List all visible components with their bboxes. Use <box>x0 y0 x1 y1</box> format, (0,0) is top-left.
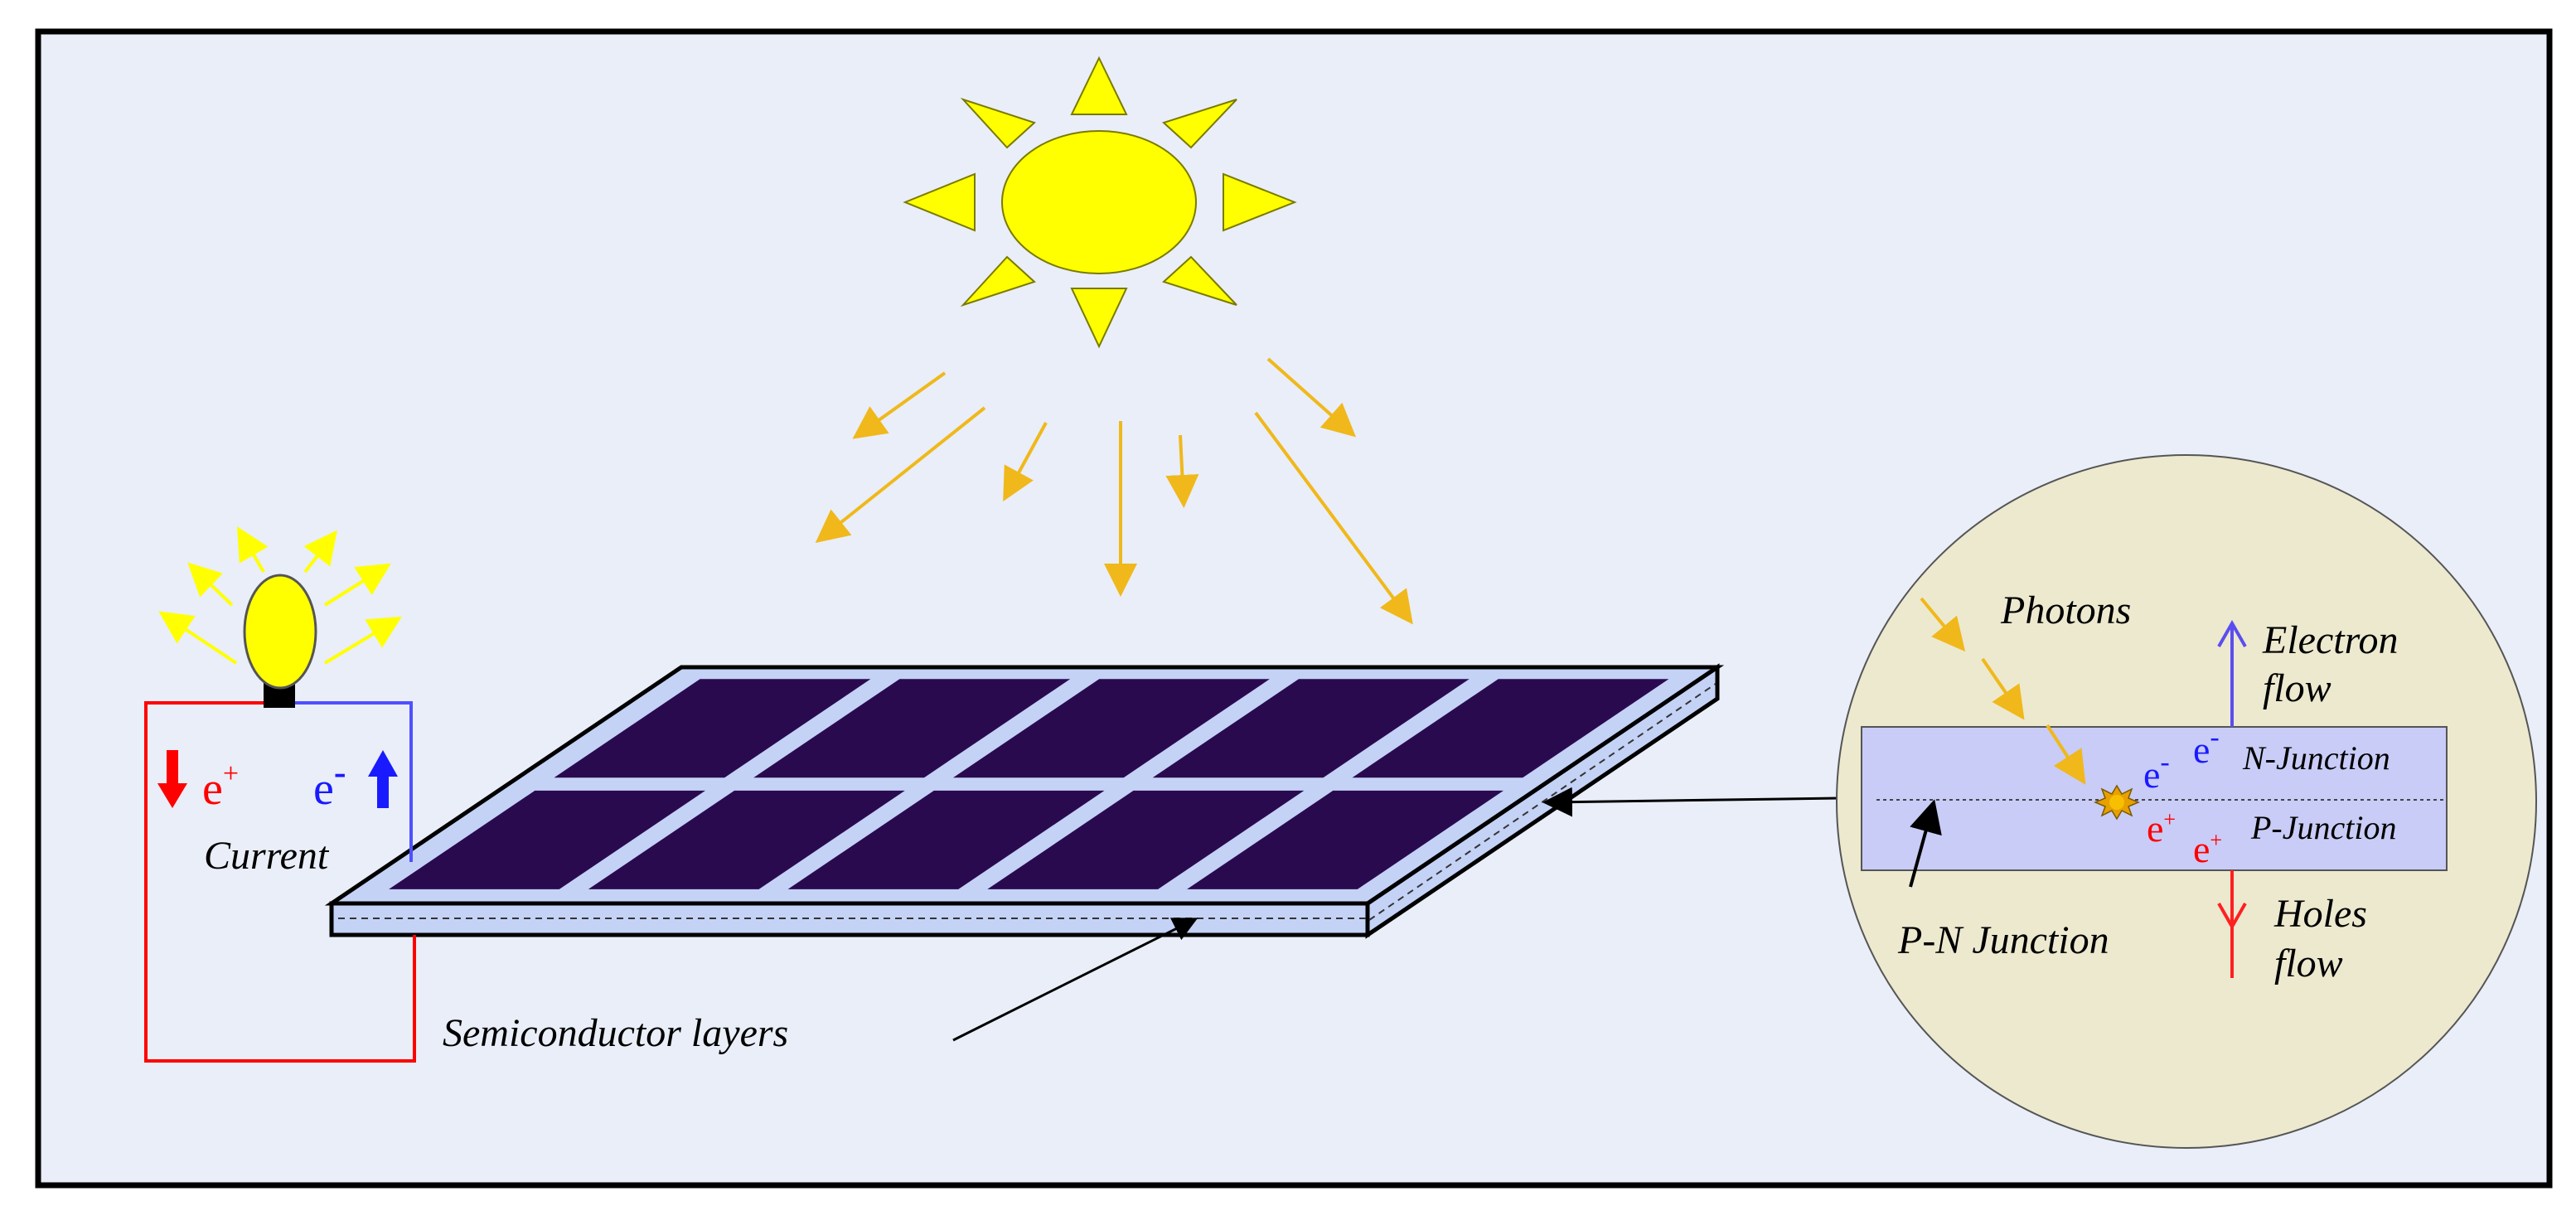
solar-cell <box>753 679 1071 778</box>
solar-cell <box>1187 790 1503 889</box>
pn-junction-label: P-N Junction <box>1897 918 2109 962</box>
semiconductor-layers-label: Semiconductor layers <box>443 1011 788 1055</box>
solar-cell <box>389 790 705 889</box>
hole-current-arrow-icon <box>157 750 187 808</box>
photon-arrows <box>1920 597 2086 785</box>
sun-icon <box>903 56 1297 349</box>
circuit-wire-positive <box>144 701 416 1063</box>
electron-flow-arrow-icon <box>2217 619 2247 727</box>
circuit-wire-negative <box>295 701 413 862</box>
n-junction-label: N-Junction <box>2242 739 2390 777</box>
junction-detail-circle: e- e- e+ e+ Photons Electron flow N-Junc… <box>1836 454 2537 1149</box>
holes-flow-arrow-icon <box>2217 870 2247 978</box>
light-bulb-icon <box>243 574 317 708</box>
electron-charge-label: e- <box>313 752 346 815</box>
p-junction-label: P-Junction <box>2250 809 2397 846</box>
circuit <box>144 701 416 1063</box>
sunlight-arrows <box>815 357 1413 625</box>
junction-electron-2: e- <box>2193 722 2220 771</box>
pn-junction-pointer-arrow <box>1909 799 1942 888</box>
electron-current-arrow-icon <box>368 750 398 808</box>
photons-label: Photons <box>2000 588 2131 632</box>
photon-impact-icon <box>2094 784 2140 821</box>
electron-flow-label-line2: flow <box>2263 666 2331 710</box>
hole-charge-label: e+ <box>202 758 239 815</box>
junction-electron-1: e- <box>2143 747 2170 796</box>
bulb-light-rays <box>158 526 402 665</box>
solar-cell <box>588 790 905 889</box>
electron-flow-label-line1: Electron <box>2262 618 2399 662</box>
panel-cells <box>389 679 1669 889</box>
solar-cell <box>1152 679 1470 778</box>
junction-hole-1: e+ <box>2147 807 2176 850</box>
current-label: Current <box>204 834 330 878</box>
junction-layer-block <box>1861 726 2448 871</box>
solar-cell <box>953 679 1270 778</box>
zoom-pointer-arrow <box>1542 787 1839 817</box>
solar-cell <box>787 790 1105 889</box>
solar-cell <box>987 790 1305 889</box>
solar-cell <box>1352 679 1669 778</box>
solar-cell <box>554 679 871 778</box>
holes-flow-label-line1: Holes <box>2273 892 2367 936</box>
holes-flow-label-line2: flow <box>2274 942 2343 985</box>
semiconductor-pointer-arrow <box>952 918 1198 1042</box>
junction-hole-2: e+ <box>2193 828 2222 870</box>
